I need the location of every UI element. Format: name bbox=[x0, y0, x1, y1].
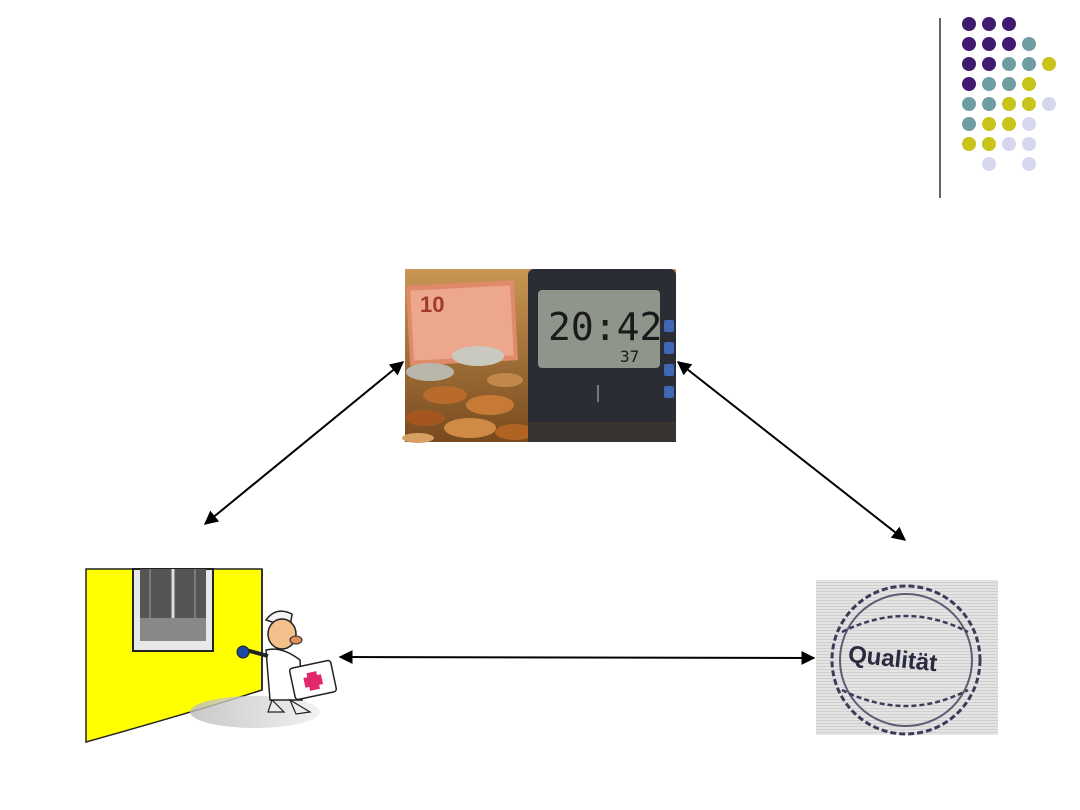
decorative-dot bbox=[1042, 97, 1056, 111]
decorative-dot bbox=[1002, 37, 1016, 51]
decorative-dot bbox=[982, 57, 996, 71]
toolbox-icon bbox=[288, 659, 338, 701]
service-technician-house-illustration bbox=[85, 568, 338, 743]
decorative-dot bbox=[1002, 97, 1016, 111]
digital-clock-icon: 20:42 37 bbox=[528, 269, 676, 442]
banknote-icon: 10 bbox=[405, 280, 519, 366]
decorative-dot bbox=[1002, 17, 1016, 31]
decorative-dot bbox=[982, 137, 996, 151]
coins-icon bbox=[402, 346, 535, 443]
clock-seconds: 37 bbox=[620, 347, 639, 366]
decorative-dot bbox=[982, 157, 996, 171]
clock-time: 20:42 bbox=[548, 305, 662, 349]
double-arrow-service-quality bbox=[338, 650, 816, 665]
money-and-clock-photo: 10 20:42 37 bbox=[402, 269, 676, 443]
decorative-dot bbox=[962, 97, 976, 111]
decorative-dot bbox=[962, 37, 976, 51]
decorative-dot bbox=[1022, 117, 1036, 131]
decorative-dot bbox=[962, 17, 976, 31]
decorative-dot bbox=[1002, 137, 1016, 151]
decorative-dot bbox=[1022, 157, 1036, 171]
decorative-dot bbox=[982, 37, 996, 51]
decorative-dot bbox=[1042, 57, 1056, 71]
decorative-dot bbox=[1002, 57, 1016, 71]
decorative-dot bbox=[962, 117, 976, 131]
decorative-dot bbox=[1002, 117, 1016, 131]
decorative-dot bbox=[962, 137, 976, 151]
banknote-value: 10 bbox=[420, 292, 444, 317]
decorative-dot bbox=[1022, 37, 1036, 51]
decorative-dot bbox=[982, 117, 996, 131]
double-arrow-money_clock-quality bbox=[676, 361, 907, 541]
decorative-dot bbox=[962, 57, 976, 71]
double-arrow-money_clock-service bbox=[203, 361, 405, 525]
decorative-dot bbox=[1022, 97, 1036, 111]
decorative-dot bbox=[982, 17, 996, 31]
decorative-dot bbox=[1022, 77, 1036, 91]
decorative-dot bbox=[1022, 57, 1036, 71]
decorative-dot bbox=[1022, 137, 1036, 151]
decorative-dot bbox=[982, 97, 996, 111]
dot-grid-dots bbox=[962, 17, 1056, 171]
relationship-arrows bbox=[203, 361, 907, 665]
quality-stamp-seal: Qualität bbox=[816, 580, 998, 736]
decorative-dot bbox=[982, 77, 996, 91]
window-icon bbox=[132, 568, 214, 652]
decorative-dot bbox=[962, 77, 976, 91]
decorative-dot-grid bbox=[939, 17, 1056, 198]
decorative-dot bbox=[1002, 77, 1016, 91]
